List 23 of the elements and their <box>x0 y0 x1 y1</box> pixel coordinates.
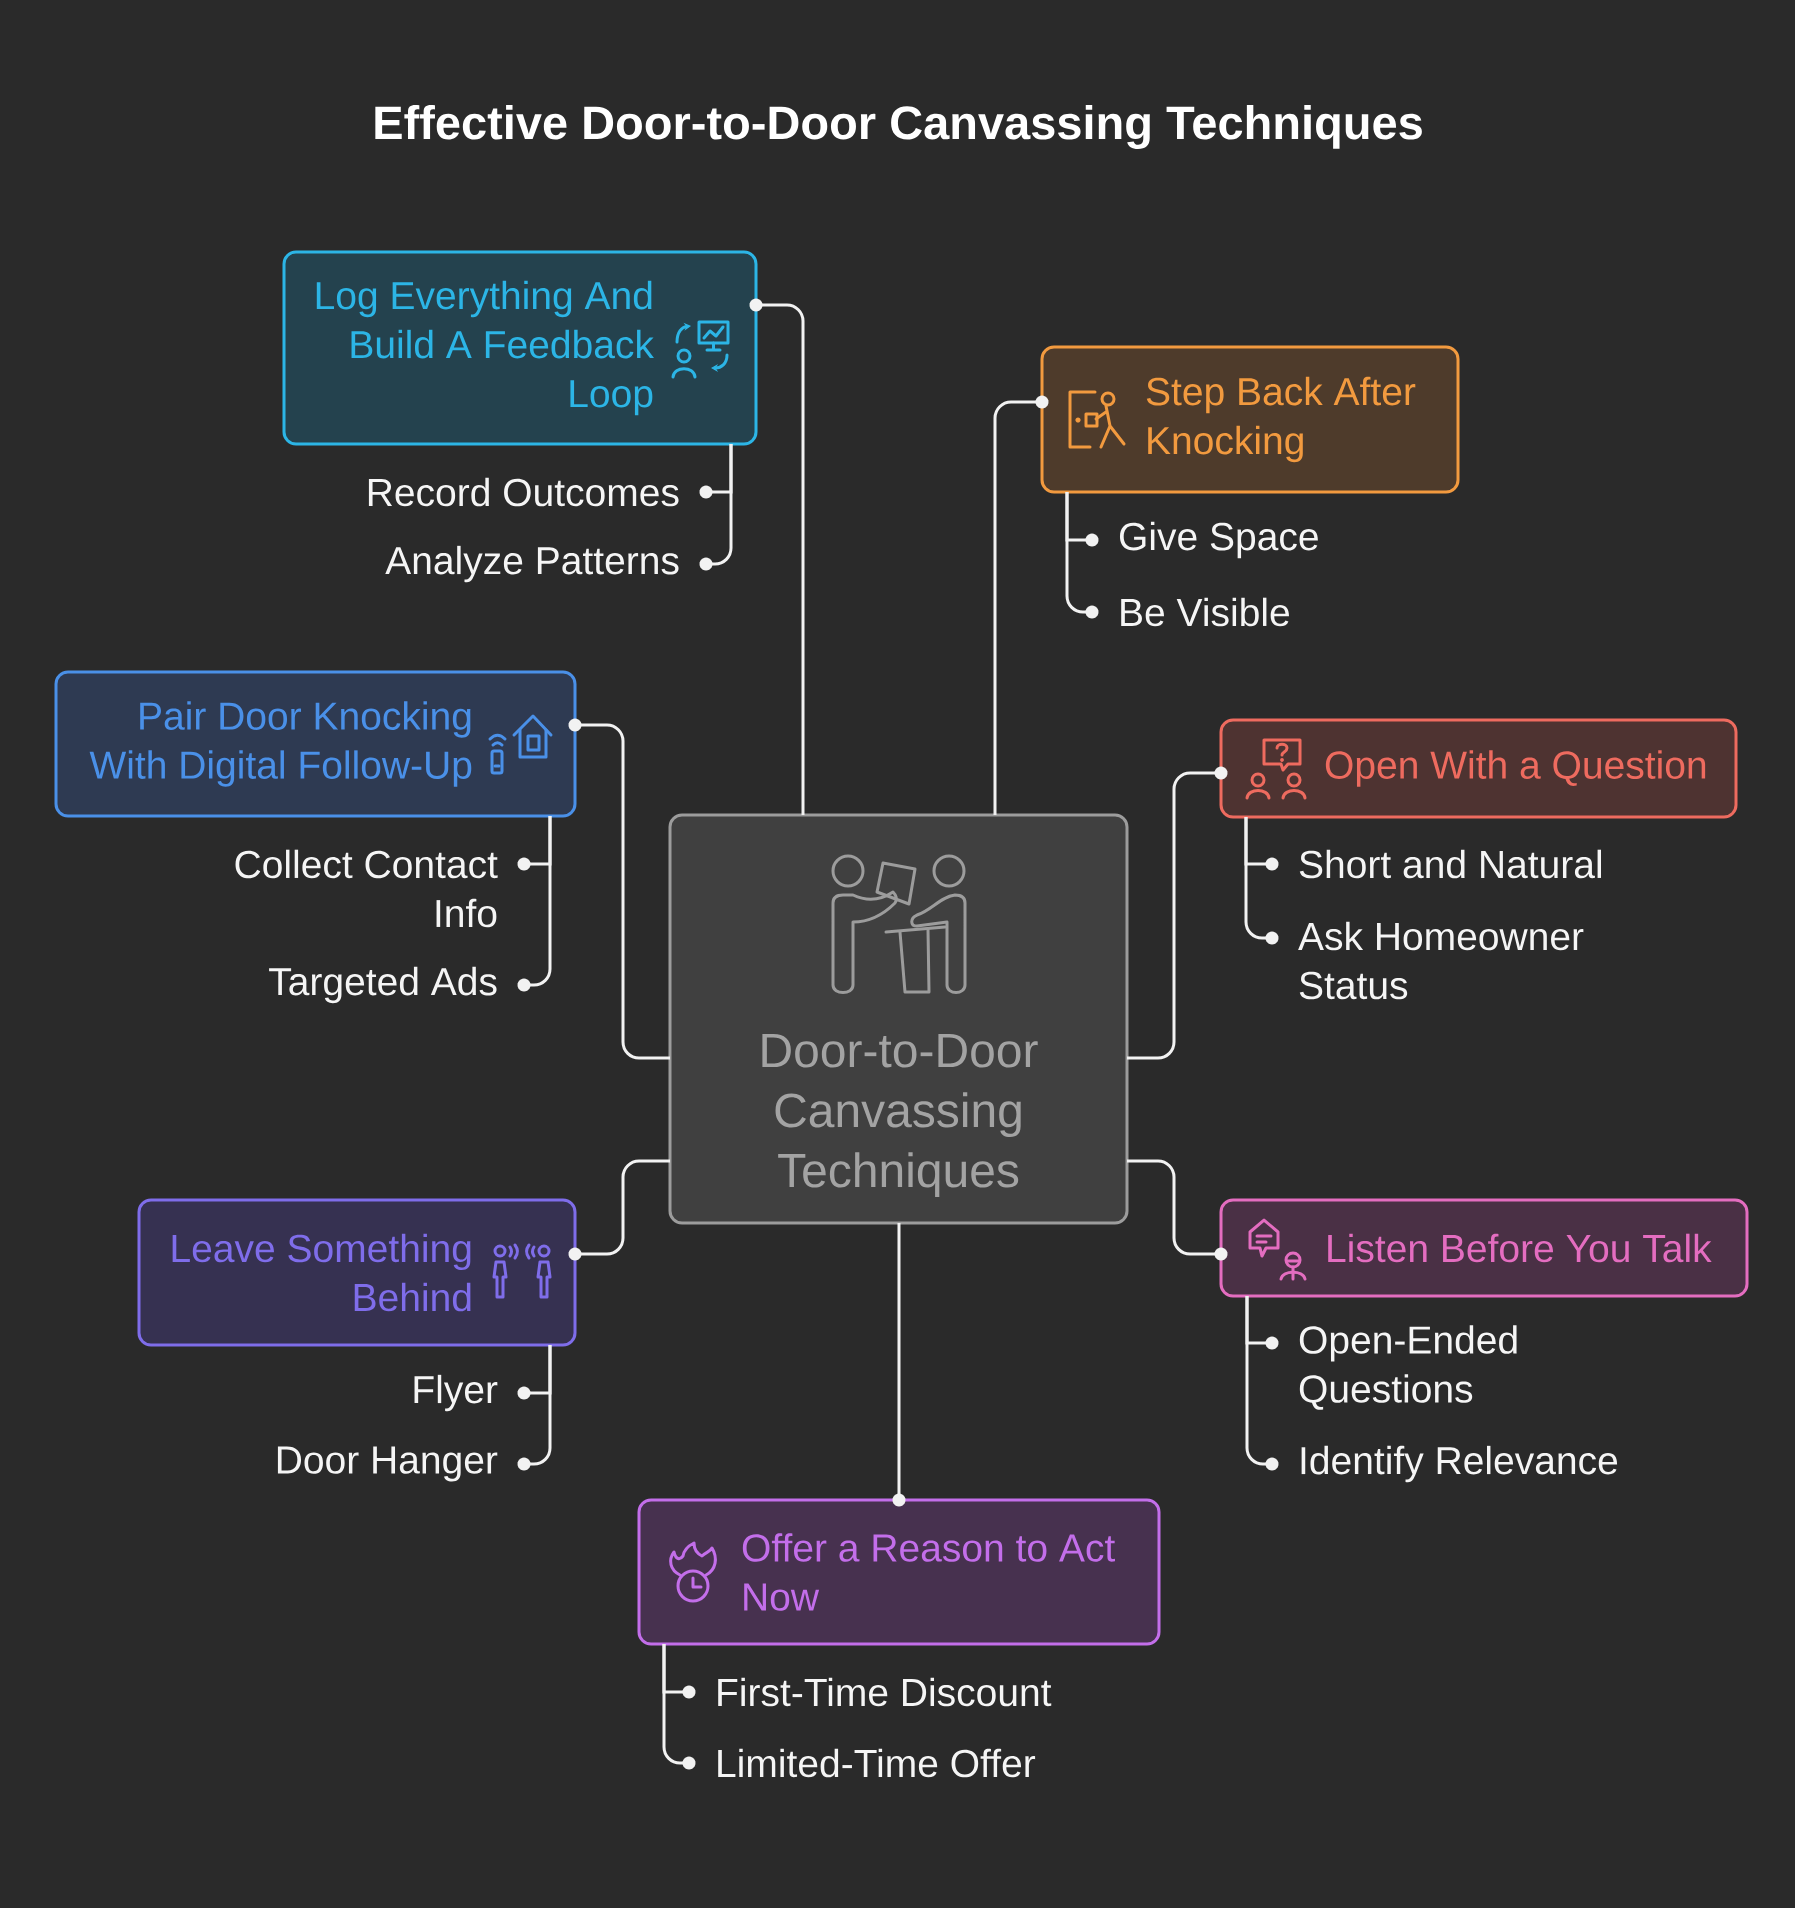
topic-box: Pair Door Knocking With Digital Follow-Up <box>54 670 577 818</box>
title: Effective Door-to-Door Canvassing Techniques <box>375 105 1422 149</box>
topic-box: Log Everything And Build A Feedback Loop <box>282 250 758 446</box>
topic-box: Offer a Reason to Act Now <box>637 1498 1161 1646</box>
subtopic-label: Door Hanger <box>277 1446 498 1482</box>
subtopic-label: Ask Homeowner Status <box>1298 921 1584 1000</box>
subtopic-label: Identify Relevance <box>1301 1445 1618 1483</box>
subtopic-label: Open-Ended Questions <box>1299 1325 1517 1410</box>
topic-box: Step Back After Knocking <box>1040 345 1460 494</box>
topic-box: Leave Something Behind <box>137 1198 577 1347</box>
subtopic-label: Short and Natural <box>1299 849 1601 879</box>
subtopic-label: Analyze Patterns <box>385 545 679 583</box>
topic-box: Listen Before You Talk <box>1219 1198 1749 1298</box>
subtopic-label: Be Visible <box>1121 597 1289 627</box>
subtopic-label: Limited-Time Offer <box>718 1748 1036 1778</box>
topic-box: Open With a Question <box>1219 718 1738 819</box>
subtopic-label: Collect Contact Info <box>235 849 498 928</box>
subtopic-label: Give Space <box>1119 521 1318 559</box>
subtopic-label: Targeted Ads <box>269 966 497 1004</box>
central-topic-box: Door-to-Door Canvassing Techniques <box>668 813 1129 1225</box>
subtopic-label: Flyer <box>414 1374 498 1412</box>
subtopic-label: Record Outcomes <box>368 477 679 507</box>
subtopic-label: First-Time Discount <box>718 1677 1052 1707</box>
